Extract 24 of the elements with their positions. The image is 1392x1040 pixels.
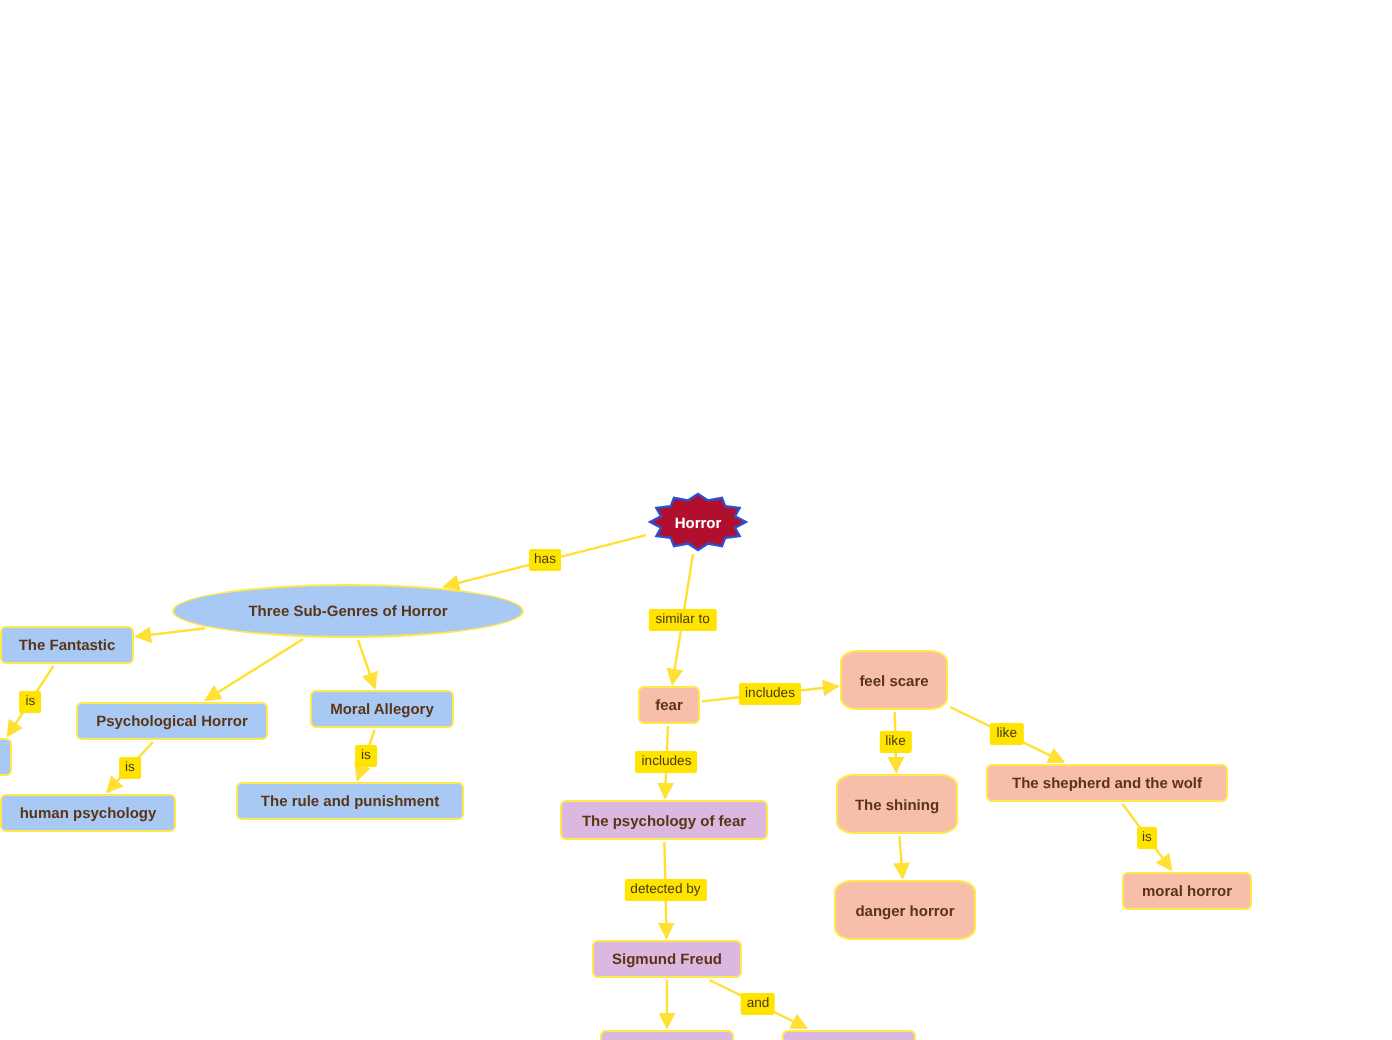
arrow (204, 638, 304, 701)
topic-box (310, 690, 454, 728)
arrow (1121, 803, 1173, 872)
topic-box (1122, 872, 1252, 910)
arrow (6, 665, 55, 738)
topic-box (638, 686, 700, 724)
topic-box (560, 800, 768, 840)
topic-box (0, 626, 134, 664)
barrel-node (834, 880, 976, 940)
topic-box (236, 782, 464, 820)
arrow (442, 534, 647, 591)
barrel-node (836, 774, 958, 834)
topic-box (0, 794, 176, 832)
arrow (356, 639, 378, 690)
topic-box (76, 702, 268, 740)
starburst-node (648, 492, 748, 552)
arrow (887, 711, 905, 774)
topic-box (592, 940, 742, 978)
barrel-node (840, 650, 948, 710)
arrow (658, 980, 676, 1030)
topic-box (986, 764, 1228, 802)
arrow (106, 741, 154, 794)
arrow (893, 835, 910, 880)
arrow (134, 626, 206, 644)
